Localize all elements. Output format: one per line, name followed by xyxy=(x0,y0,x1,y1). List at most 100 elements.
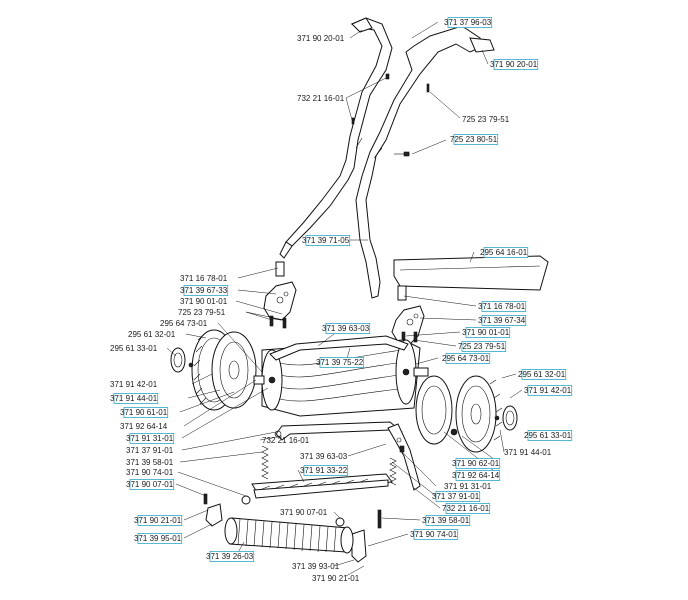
part-label-box xyxy=(123,407,169,418)
part-label-box xyxy=(425,515,471,526)
part-label[interactable]: 725 23 79-51 xyxy=(178,308,226,317)
part-label-box xyxy=(445,503,491,514)
part-label-box xyxy=(209,551,255,562)
part-label-box xyxy=(445,353,491,364)
part-label[interactable]: 295 64 16-01 xyxy=(480,248,528,257)
part-label-box xyxy=(137,515,183,526)
left-wheel xyxy=(191,329,257,411)
part-label-box xyxy=(319,357,365,368)
cutting-reel xyxy=(253,335,429,417)
part-label-box xyxy=(465,327,511,338)
part-label-box xyxy=(113,393,159,404)
part-label-box xyxy=(453,134,499,145)
part-label[interactable]: 295 61 32-01 xyxy=(128,330,176,339)
part-label[interactable]: 732 21 16-01 xyxy=(297,94,345,103)
part-label[interactable]: 725 23 79-51 xyxy=(458,342,506,351)
leader-lines xyxy=(166,21,523,577)
part-label[interactable]: 371 92 64-14 xyxy=(452,471,500,480)
part-label-box xyxy=(129,479,175,490)
part-label-box xyxy=(303,465,349,476)
part-label[interactable]: 295 61 33-01 xyxy=(524,431,572,440)
left-handle-bracket xyxy=(263,281,297,321)
part-label[interactable]: 371 90 21-01 xyxy=(134,516,182,525)
part-label[interactable]: 371 90 01-01 xyxy=(180,297,228,306)
part-label[interactable]: 371 39 67-34 xyxy=(478,316,526,325)
part-label-boxes xyxy=(113,17,573,562)
part-label[interactable]: 371 39 26-03 xyxy=(206,552,254,561)
part-label-box xyxy=(481,301,527,312)
right-handle-bracket xyxy=(391,305,425,345)
part-label[interactable]: 371 39 63-03 xyxy=(300,452,348,461)
part-label-box xyxy=(435,491,481,502)
part-label[interactable]: 371 39 71-05 xyxy=(302,236,350,245)
right-roller-bracket xyxy=(351,529,367,563)
part-label-box xyxy=(129,433,175,444)
part-label[interactable]: 371 39 67-33 xyxy=(180,286,228,295)
part-label[interactable]: 371 39 58-01 xyxy=(422,516,470,525)
part-label[interactable]: 371 91 31-01 xyxy=(444,482,492,491)
lower-frame xyxy=(274,421,421,491)
part-label-box xyxy=(461,341,507,352)
part-label[interactable]: 371 91 44-01 xyxy=(504,448,552,457)
part-label-box xyxy=(483,247,529,258)
part-label[interactable]: 371 91 31-01 xyxy=(126,434,174,443)
rear-roller xyxy=(224,517,354,554)
part-label-box xyxy=(455,470,501,481)
part-label-box xyxy=(325,323,371,334)
part-label[interactable]: 371 90 20-01 xyxy=(297,34,345,43)
part-label[interactable]: 371 16 78-01 xyxy=(478,302,526,311)
right-wheel xyxy=(415,375,503,453)
part-label[interactable]: 295 61 33-01 xyxy=(110,344,158,353)
part-label-box xyxy=(493,59,539,70)
part-label[interactable]: 371 37 91-01 xyxy=(432,492,480,501)
part-label[interactable]: 371 90 20-01 xyxy=(490,60,538,69)
part-label[interactable]: 725 23 79-51 xyxy=(462,115,510,124)
left-spring xyxy=(261,445,269,480)
deflector-plate xyxy=(393,255,549,291)
right-hub-ring xyxy=(502,405,518,431)
part-label-box xyxy=(481,315,527,326)
part-label[interactable]: 371 39 93-01 xyxy=(292,562,340,571)
bottom-blade-bar xyxy=(251,473,393,499)
part-label[interactable]: 371 90 61-01 xyxy=(120,408,168,417)
part-label-box xyxy=(413,529,459,540)
part-label[interactable]: 732 21 16-01 xyxy=(262,436,310,445)
part-label[interactable]: 371 90 21-01 xyxy=(312,574,360,583)
part-label[interactable]: 371 90 07-01 xyxy=(126,480,174,489)
handle-assembly xyxy=(279,17,495,299)
part-label[interactable]: 371 92 64-14 xyxy=(120,422,168,431)
part-label-box xyxy=(305,235,351,246)
part-label-box xyxy=(183,285,229,296)
part-label[interactable]: 371 91 42-01 xyxy=(524,386,572,395)
part-label[interactable]: 371 39 58-01 xyxy=(126,458,174,467)
part-label[interactable]: 295 64 73-01 xyxy=(442,354,490,363)
part-label-box xyxy=(137,533,183,544)
part-label[interactable]: 295 61 32-01 xyxy=(518,370,566,379)
part-label[interactable]: 371 90 74-01 xyxy=(126,468,174,477)
part-label[interactable]: 732 21 16-01 xyxy=(442,504,490,513)
part-label-box xyxy=(527,430,573,441)
part-label[interactable]: 295 64 73-01 xyxy=(160,319,208,328)
part-labels: 371 37 96-03 371 90 20-01 371 90 20-01 7… xyxy=(110,18,572,583)
part-label[interactable]: 371 91 33-22 xyxy=(300,466,348,475)
part-label[interactable]: 725 23 80-51 xyxy=(450,135,498,144)
part-label[interactable]: 371 37 91-01 xyxy=(126,446,174,455)
part-label[interactable]: 371 90 62-01 xyxy=(452,459,500,468)
left-hub-ring xyxy=(170,347,186,373)
part-label[interactable]: 371 39 63-03 xyxy=(322,324,370,333)
left-roller-bracket xyxy=(205,503,223,527)
part-label[interactable]: 371 91 44-01 xyxy=(110,394,158,403)
part-label-box xyxy=(521,369,567,380)
part-label[interactable]: 371 90 74-01 xyxy=(410,530,458,539)
part-label[interactable]: 371 90 01-01 xyxy=(462,328,510,337)
part-label[interactable]: 371 37 96-03 xyxy=(444,18,492,27)
part-label-box xyxy=(447,17,493,28)
part-label[interactable]: 371 39 95-01 xyxy=(134,534,182,543)
part-label-box xyxy=(527,385,573,396)
part-label[interactable]: 371 91 42-01 xyxy=(110,380,158,389)
part-label[interactable]: 371 90 07-01 xyxy=(280,508,328,517)
part-label[interactable]: 371 39 75-22 xyxy=(316,358,364,367)
part-label[interactable]: 371 16 78-01 xyxy=(180,274,228,283)
part-label-box xyxy=(455,458,501,469)
